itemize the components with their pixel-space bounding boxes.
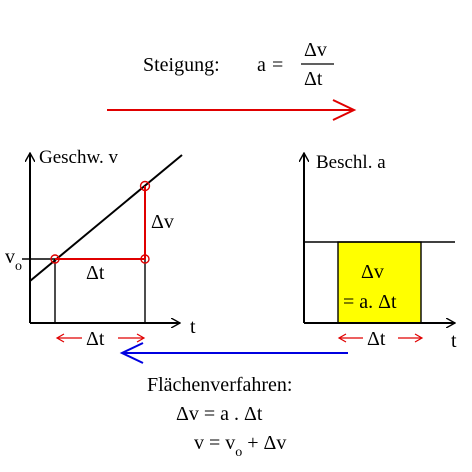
point-corner-marker bbox=[140, 254, 150, 264]
eq2-subscript: o bbox=[235, 445, 242, 460]
area-label-line2: = a. Δt bbox=[343, 291, 397, 313]
velocity-y-label: Geschw. v bbox=[39, 147, 118, 168]
point-start-marker bbox=[50, 254, 60, 264]
velocity-x-label: t bbox=[190, 316, 196, 338]
delta-v-label: Δv bbox=[151, 211, 174, 233]
v0-label: v bbox=[5, 246, 15, 268]
area-method-eq1: Δv = a . Δt bbox=[176, 403, 263, 425]
point-end-marker bbox=[139, 180, 151, 192]
left-range-arrowhead-left bbox=[55, 333, 65, 343]
delta-t-below-left: Δt bbox=[86, 328, 105, 350]
acceleration-y-label: Beschl. a bbox=[316, 152, 386, 173]
v0-subscript: o bbox=[15, 259, 22, 274]
area-method-arrowhead bbox=[119, 342, 144, 364]
slope-label: Steigung: bbox=[143, 54, 220, 76]
slope-denominator: Δt bbox=[304, 68, 323, 90]
left-range-arrowhead-right bbox=[136, 333, 146, 343]
delta-t-below-right: Δt bbox=[367, 328, 386, 350]
right-range-arrowhead-left bbox=[337, 333, 347, 343]
acceleration-x-label: t bbox=[451, 330, 457, 352]
eq2-lhs: v = v bbox=[194, 432, 235, 454]
slope-lhs: a bbox=[257, 54, 266, 76]
right-range-arrowhead-right bbox=[414, 333, 424, 343]
slope-equals: = bbox=[272, 54, 283, 76]
area-method-eq2: v = vo + Δv bbox=[194, 432, 286, 460]
delta-t-inside-label: Δt bbox=[86, 262, 105, 284]
slope-arrowhead bbox=[332, 99, 357, 121]
area-label-line1: Δv bbox=[361, 261, 384, 283]
eq2-rhs: + Δv bbox=[242, 432, 286, 454]
slope-numerator: Δv bbox=[304, 39, 327, 61]
area-method-title: Flächenverfahren: bbox=[147, 374, 292, 396]
